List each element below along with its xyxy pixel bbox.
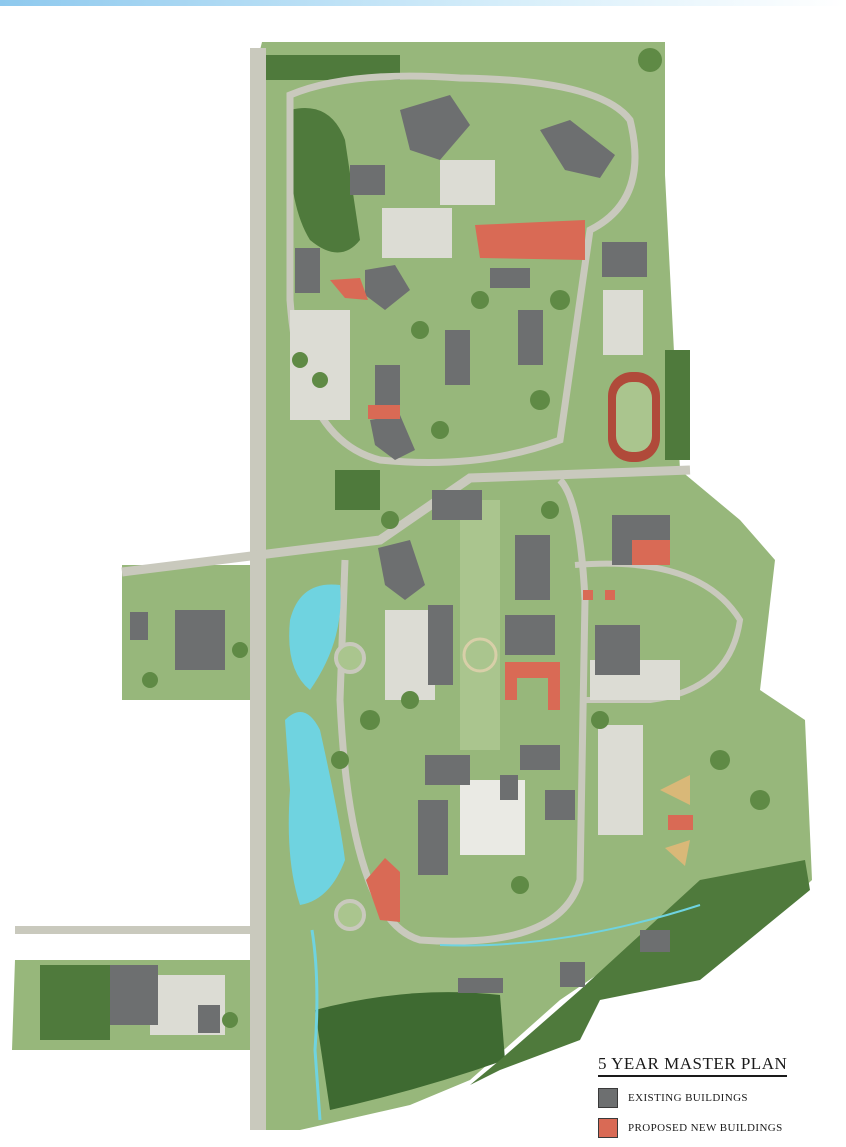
existing-building [350, 165, 385, 195]
central-mall [460, 500, 500, 750]
main-road [250, 48, 266, 1130]
existing-building [515, 535, 550, 600]
tree [411, 321, 429, 339]
existing-building [518, 310, 543, 365]
existing-building [458, 978, 503, 993]
tree [511, 876, 529, 894]
softball-diamond [665, 840, 690, 866]
parking-lot [440, 160, 495, 205]
baseball-diamond [660, 775, 690, 805]
woods-sw [40, 965, 110, 1040]
existing-building [545, 790, 575, 820]
stream [439, 904, 701, 947]
existing-building [432, 490, 482, 520]
woods-south [315, 992, 505, 1110]
existing-building [602, 242, 647, 277]
tree [142, 672, 158, 688]
tree [550, 290, 570, 310]
proposed-swatch [598, 1118, 618, 1138]
parking-lot [598, 725, 643, 835]
tree [710, 750, 730, 770]
proposed-building [605, 590, 615, 600]
legend-item-proposed: PROPOSED NEW BUILDINGS [598, 1117, 838, 1139]
legend-item-existing: EXISTING BUILDINGS [598, 1087, 838, 1109]
parking-lot [603, 290, 643, 355]
existing-buildings [110, 95, 670, 1033]
existing-building [500, 775, 518, 800]
existing-building [418, 800, 448, 875]
proposed-building [632, 540, 670, 565]
tree [222, 1012, 238, 1028]
existing-building [425, 755, 470, 785]
roundabout [334, 642, 366, 674]
legend-label: PROPOSED NEW BUILDINGS [628, 1122, 783, 1134]
existing-building [400, 95, 470, 160]
legend-label: EXISTING BUILDINGS [628, 1092, 748, 1104]
existing-building [375, 365, 400, 405]
pond-south [285, 712, 345, 905]
existing-building [370, 415, 415, 460]
existing-building [295, 248, 320, 293]
existing-building [490, 268, 530, 288]
top-accent-bar [0, 0, 846, 6]
cross-road [121, 465, 691, 577]
map-legend: 5 YEAR MASTER PLAN EXISTING BUILDINGS PR… [598, 1054, 838, 1147]
tree [331, 751, 349, 769]
south-loop-road [336, 477, 589, 945]
tree-canopy [142, 48, 770, 1028]
existing-building [445, 330, 470, 385]
existing-building [640, 930, 670, 952]
parking-lot [385, 610, 435, 700]
proposed-building [668, 815, 693, 830]
east-housing-loop [574, 560, 744, 703]
existing-building [365, 265, 410, 310]
existing-building [540, 120, 615, 178]
proposed-building [505, 662, 560, 710]
tree [471, 291, 489, 309]
tree [381, 511, 399, 529]
existing-building [428, 605, 453, 685]
roundabout [334, 899, 366, 931]
tree [360, 710, 380, 730]
proposed-building [583, 590, 593, 600]
pond-north [289, 584, 341, 690]
existing-building [130, 612, 148, 640]
existing-building [595, 625, 640, 675]
existing-building [110, 965, 158, 1025]
stream [310, 929, 322, 1121]
tree [312, 372, 328, 388]
tree [591, 711, 609, 729]
existing-building [175, 610, 225, 670]
existing-swatch [598, 1088, 618, 1108]
woods-south-east [470, 860, 810, 1085]
woods-mid [335, 470, 380, 510]
athletic-field [616, 382, 652, 452]
proposed-building [330, 278, 368, 300]
existing-building [198, 1005, 220, 1033]
existing-building [560, 962, 585, 987]
tree [401, 691, 419, 709]
proposed-building [368, 405, 400, 419]
proposed-building [475, 220, 585, 260]
existing-building [520, 745, 560, 770]
woods-east [665, 350, 690, 460]
tree [431, 421, 449, 439]
north-loop-road [286, 72, 639, 466]
mall-circle [462, 637, 498, 673]
proposed-buildings [330, 220, 693, 922]
woods-north-west [289, 108, 360, 253]
parking-lot [382, 208, 452, 258]
existing-building [378, 540, 425, 600]
existing-building [505, 615, 555, 655]
tree [292, 352, 308, 368]
tree [638, 48, 662, 72]
tree [541, 501, 559, 519]
tree [750, 790, 770, 810]
proposed-building [366, 858, 400, 922]
tree [530, 390, 550, 410]
woods-north-strip [265, 55, 400, 80]
legend-title: 5 YEAR MASTER PLAN [598, 1054, 788, 1077]
tree [232, 642, 248, 658]
